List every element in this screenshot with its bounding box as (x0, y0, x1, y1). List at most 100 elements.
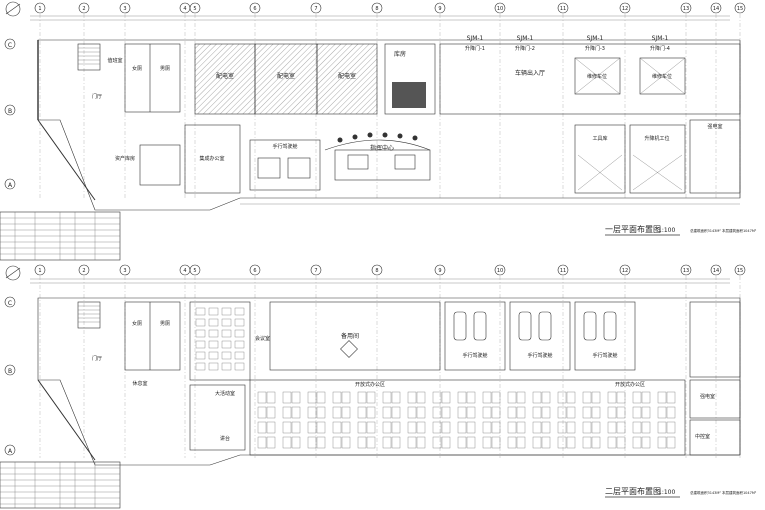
vehicle-hall-1: 车辆出入厅 SJM-1 SJM-1 SJM-1 SJM-1 升降门-1 升降门-… (439, 35, 741, 115)
grid-bubble (34, 2, 46, 14)
grid-label: 13 (683, 6, 689, 12)
room-label: 开放式办公区 (355, 381, 385, 388)
seat (221, 307, 232, 316)
grid-label: 6 (253, 6, 256, 12)
vehicle-cockpit (518, 311, 532, 341)
desk (291, 421, 301, 434)
desk (266, 391, 276, 404)
desk (666, 421, 676, 434)
room-label: 手行驾驶舱 (272, 143, 297, 150)
desk (491, 436, 501, 449)
desk (507, 436, 517, 449)
desk (516, 436, 526, 449)
vehicle-cockpit (473, 311, 487, 341)
room-label: 配电室 (216, 72, 234, 80)
desk (407, 391, 417, 404)
grid-bubble (249, 264, 261, 276)
desk (666, 436, 676, 449)
area-note: 总建筑面积3143M² 本层建筑面积1047M² (690, 490, 757, 495)
seat (208, 362, 219, 371)
desk (482, 406, 492, 419)
desk (391, 406, 401, 419)
power-rooms-1: 配电室 配电室 配电室 (194, 43, 378, 115)
grid-label: 4 (183, 6, 186, 12)
seat (195, 307, 206, 316)
lift-tag: 升降门-2 (515, 45, 535, 52)
grid-label: 7 (314, 6, 317, 12)
desk (457, 391, 467, 404)
door-schedule-1 (0, 211, 121, 261)
desk (416, 391, 426, 404)
desk (641, 406, 651, 419)
desk (307, 436, 317, 449)
grid-bubble (494, 2, 506, 14)
desk (432, 436, 442, 449)
room-label: 休息室 (132, 380, 147, 387)
desk (457, 436, 467, 449)
desk (366, 391, 376, 404)
seat (234, 362, 245, 371)
vehicle-cockpit (453, 311, 467, 341)
door-tag: SJM-1 (587, 35, 604, 42)
room-label: 女厕 (132, 320, 142, 327)
desk (407, 436, 417, 449)
grid-bubble (189, 2, 201, 14)
dimension-top-2 (30, 278, 730, 284)
desk (291, 436, 301, 449)
desk (491, 406, 501, 419)
svg-text:B: B (8, 368, 12, 375)
grid-label: 3 (123, 6, 126, 12)
vehicle-cockpit (603, 311, 617, 341)
grid-bubble (34, 264, 46, 276)
room-label: 备用间 (341, 332, 359, 340)
desk (482, 391, 492, 404)
room-label: 中控室 (695, 433, 710, 440)
grid-bubble (557, 264, 569, 276)
desk (416, 421, 426, 434)
desk (341, 421, 351, 434)
desk (532, 391, 542, 404)
desk (432, 391, 442, 404)
desk (307, 406, 317, 419)
grid-bubble (189, 264, 201, 276)
desk (566, 406, 576, 419)
desk (307, 421, 317, 434)
desk (632, 421, 642, 434)
desk (407, 406, 417, 419)
stair-1 (77, 43, 101, 71)
desk (257, 436, 267, 449)
desk (616, 391, 626, 404)
desk (466, 391, 476, 404)
seat (195, 329, 206, 338)
seat (195, 318, 206, 327)
room-label: 车辆出入厅 (515, 69, 545, 77)
desk (366, 406, 376, 419)
command-center-1: 指挥中心 (324, 132, 431, 181)
desk (457, 421, 467, 434)
room-label: 强电室 (700, 393, 715, 400)
desk (382, 436, 392, 449)
grid-label: 14 (713, 268, 719, 274)
grid-label: 11 (560, 268, 566, 274)
svg-text:C: C (8, 300, 12, 307)
room-label: 门厅 (92, 93, 102, 100)
grid-label: 10 (497, 6, 503, 12)
desk (366, 436, 376, 449)
desk (357, 406, 367, 419)
grid-label: 10 (497, 268, 503, 274)
desk (316, 436, 326, 449)
grid-label: 2 (82, 268, 85, 274)
desk (466, 421, 476, 434)
desk (591, 391, 601, 404)
grid-bubble (619, 264, 631, 276)
desk (382, 421, 392, 434)
desk (582, 421, 592, 434)
desk (532, 406, 542, 419)
seat (208, 351, 219, 360)
room-label: 大活动室 (215, 390, 235, 397)
plan-title-1: 一层平面布置图 1:100 总建筑面积3143M² 本层建筑面积1047M² (605, 224, 757, 236)
room-label: 集成办公室 (199, 155, 224, 162)
desk (557, 421, 567, 434)
desk (382, 391, 392, 404)
